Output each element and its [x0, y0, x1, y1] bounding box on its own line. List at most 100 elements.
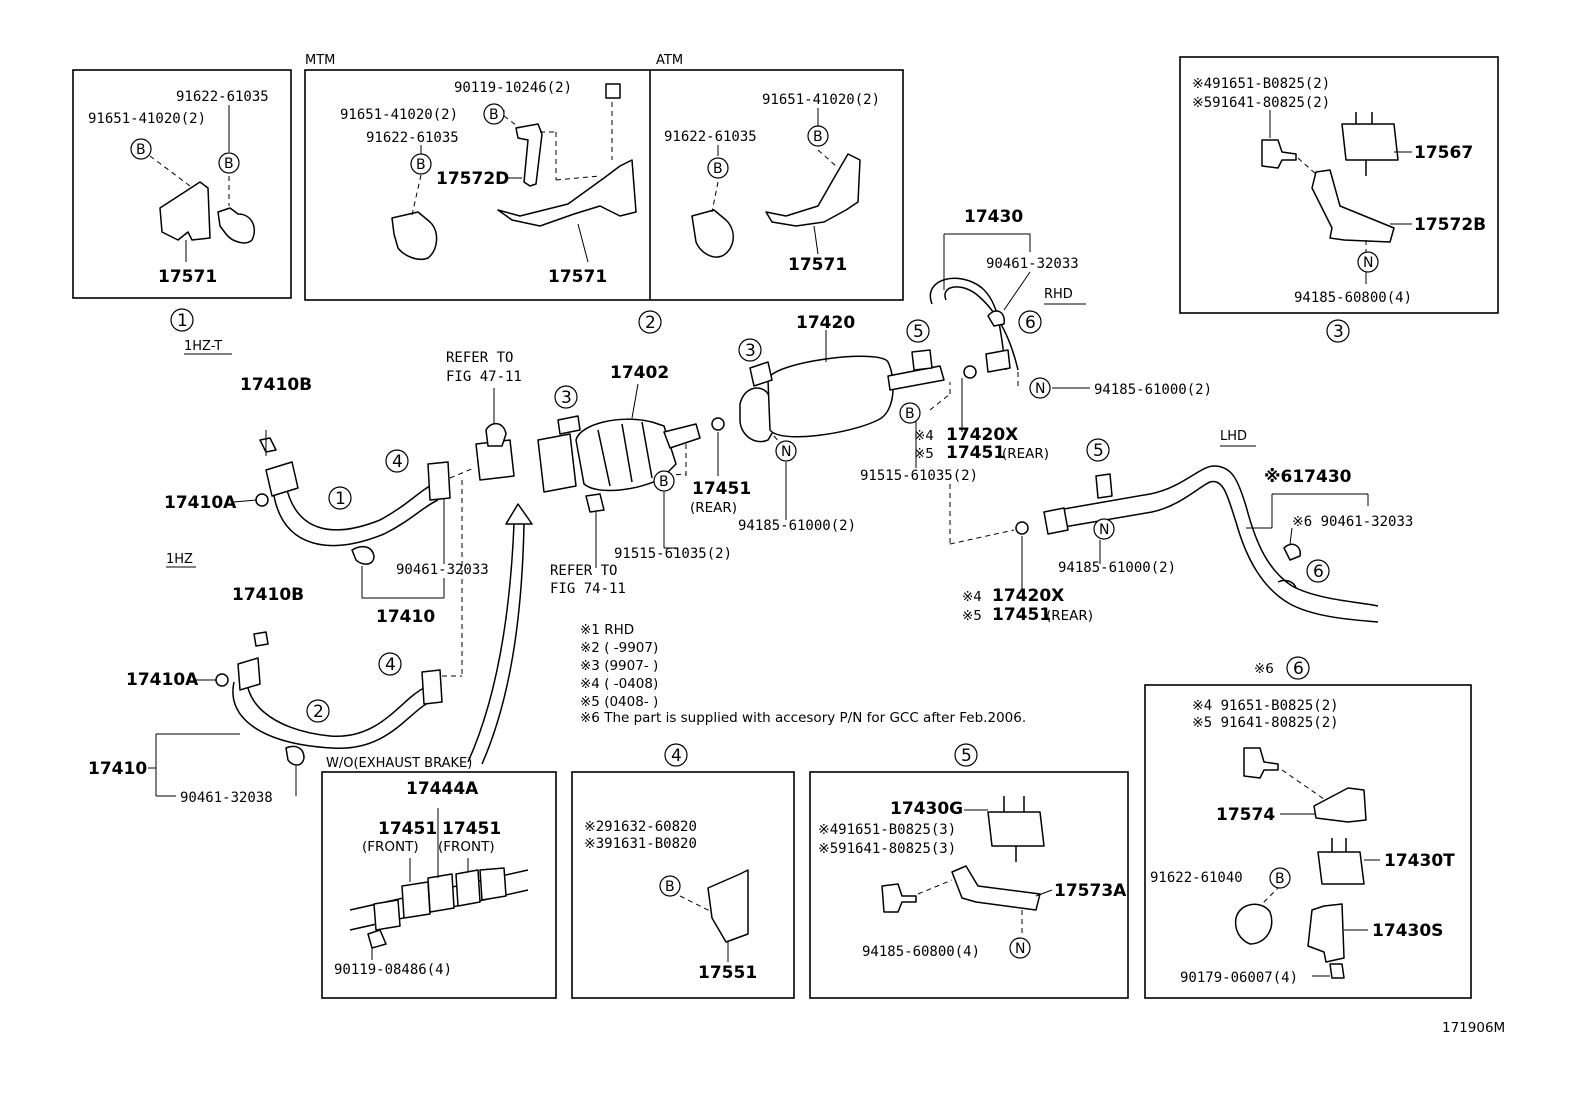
- flange-1hzt-front: [265, 461, 299, 497]
- svg-text:5: 5: [1093, 441, 1104, 461]
- gasket-front-2: [455, 869, 481, 907]
- label-91641-80825-box5: ※591641-80825(3): [818, 841, 956, 857]
- mark-4-lhd: ※4: [962, 589, 982, 605]
- spacer-17444a: [427, 873, 455, 913]
- bolt-90119: [605, 83, 621, 99]
- bracket-17572d: [515, 123, 543, 187]
- label-17573a: 17573A: [1054, 881, 1127, 901]
- label-91651-b0825-box3: ※491651-B0825(2): [1192, 76, 1330, 92]
- mark-5-lhd: ※5: [962, 608, 982, 624]
- label-91651-41020-atm: 91651-41020(2): [762, 92, 880, 108]
- bolt-box6: [1243, 747, 1279, 779]
- circle-num-3: 3: [738, 338, 762, 362]
- label-91651-41020: 91651-41020(2): [88, 111, 206, 127]
- label-17410b-1hz: 17410B: [232, 585, 304, 605]
- label-91631-b0820: ※391631-B0820: [584, 836, 697, 852]
- label-17551: 17551: [698, 963, 757, 983]
- mtm-bracket: [497, 159, 637, 227]
- label-90461-32033: 90461-32033: [396, 562, 489, 578]
- bolt-box5: [881, 883, 917, 913]
- label-91515-61035-2: 91515-61035(2): [860, 468, 978, 484]
- tailpipe-flange-lhd: [1043, 507, 1069, 535]
- label-17451-rear: 17451: [946, 443, 1005, 463]
- label-17410a-1hz: 17410A: [126, 670, 199, 690]
- label-94185-61000: 94185-61000(2): [738, 518, 856, 534]
- label-91651-41020-mtm: 91651-41020(2): [340, 107, 458, 123]
- bracket-17574: [1313, 787, 1367, 823]
- label-90461-32033-rhd: 90461-32033: [986, 256, 1079, 272]
- nut-17410a-1: [255, 493, 269, 507]
- refer-74-line2: FIG 74-11: [550, 581, 626, 597]
- bolt-90119-08486: [367, 929, 387, 949]
- label-17451-lhd: 17451: [992, 605, 1051, 625]
- header-lhd: LHD: [1220, 429, 1247, 444]
- header-atm: ATM: [656, 53, 683, 68]
- flange-1hz-front: [237, 657, 261, 691]
- tailpipe-flange-rhd: [985, 349, 1011, 373]
- bracket-17572b: [1311, 169, 1395, 243]
- insulator-17551: [707, 869, 749, 943]
- label-17420x-lhd: 17420X: [992, 586, 1064, 606]
- label-17410-1hzt: 17410: [376, 607, 435, 627]
- note-1: ※1 RHD: [580, 622, 634, 638]
- svg-text:B: B: [713, 161, 723, 177]
- six-mark: ※6: [1254, 661, 1274, 677]
- label-90461-32038: 90461-32038: [180, 790, 273, 806]
- svg-text:N: N: [1035, 381, 1045, 397]
- n-marker: N: [775, 440, 797, 462]
- bracket-17573a: [951, 865, 1041, 911]
- n-marker: N: [1357, 251, 1379, 273]
- label-91651-b0825-box6: ※4 91651-B0825(2): [1192, 698, 1339, 714]
- label-17430s: 17430S: [1372, 921, 1443, 941]
- note-5: ※5 (0408- ): [580, 694, 658, 710]
- label-rear-lhd: (REAR): [1046, 608, 1093, 624]
- flange-1hz-rear: [421, 669, 443, 705]
- svg-text:N: N: [1363, 255, 1373, 271]
- svg-text:4: 4: [671, 746, 682, 766]
- b-marker: B: [659, 875, 681, 897]
- note-3: ※3 (9907- ): [580, 658, 658, 674]
- box-exhaust-brake: [321, 771, 557, 999]
- n-marker: N: [1009, 937, 1031, 959]
- gasket-17451: [711, 417, 725, 431]
- label-91622-61040: 91622-61040: [1150, 870, 1243, 886]
- clamp-bracket: [217, 207, 256, 244]
- label-17451-front-1: 17451: [378, 819, 437, 839]
- engine-1hz: 1HZ: [166, 552, 193, 567]
- gasket-17420x: [963, 365, 977, 379]
- b-marker: B: [218, 152, 240, 174]
- circle-num-4: 4: [385, 449, 409, 473]
- gasket-17410b-1: [259, 437, 277, 453]
- label-17410a: 17410A: [164, 493, 237, 513]
- svg-text:6: 6: [1025, 313, 1036, 333]
- svg-text:N: N: [1099, 522, 1109, 538]
- b-marker: B: [707, 157, 729, 179]
- box-6: [1144, 684, 1472, 999]
- svg-text:3: 3: [745, 341, 756, 361]
- label-17410b: 17410B: [240, 375, 312, 395]
- mount-17567: [1341, 123, 1399, 161]
- diagram-id: 171906M: [1442, 1020, 1505, 1036]
- label-17574: 17574: [1216, 805, 1275, 825]
- svg-text:B: B: [659, 474, 669, 490]
- label-94185-60800-box3: 94185-60800(4): [1294, 290, 1412, 306]
- header-rhd: RHD: [1044, 287, 1073, 302]
- n-marker: N: [1093, 518, 1115, 540]
- b-marker: B: [130, 138, 152, 160]
- svg-text:1: 1: [177, 311, 188, 331]
- circle-num-1: 1: [328, 486, 352, 510]
- cat-outlet-pipe: [663, 423, 701, 449]
- svg-text:N: N: [1015, 941, 1025, 957]
- label-17430: 17430: [964, 207, 1023, 227]
- atm-bracket: [765, 153, 861, 227]
- mtm-clamp: [391, 211, 438, 260]
- circle-num-6: 6: [1306, 559, 1330, 583]
- gasket-17410b-2: [253, 631, 269, 647]
- label-90119-08486: 90119-08486(4): [334, 962, 452, 978]
- clamp-lhd: [1283, 543, 1301, 561]
- label-rear-2: (REAR): [1002, 446, 1049, 462]
- label-17571-atm: 17571: [788, 255, 847, 275]
- svg-text:B: B: [489, 107, 499, 123]
